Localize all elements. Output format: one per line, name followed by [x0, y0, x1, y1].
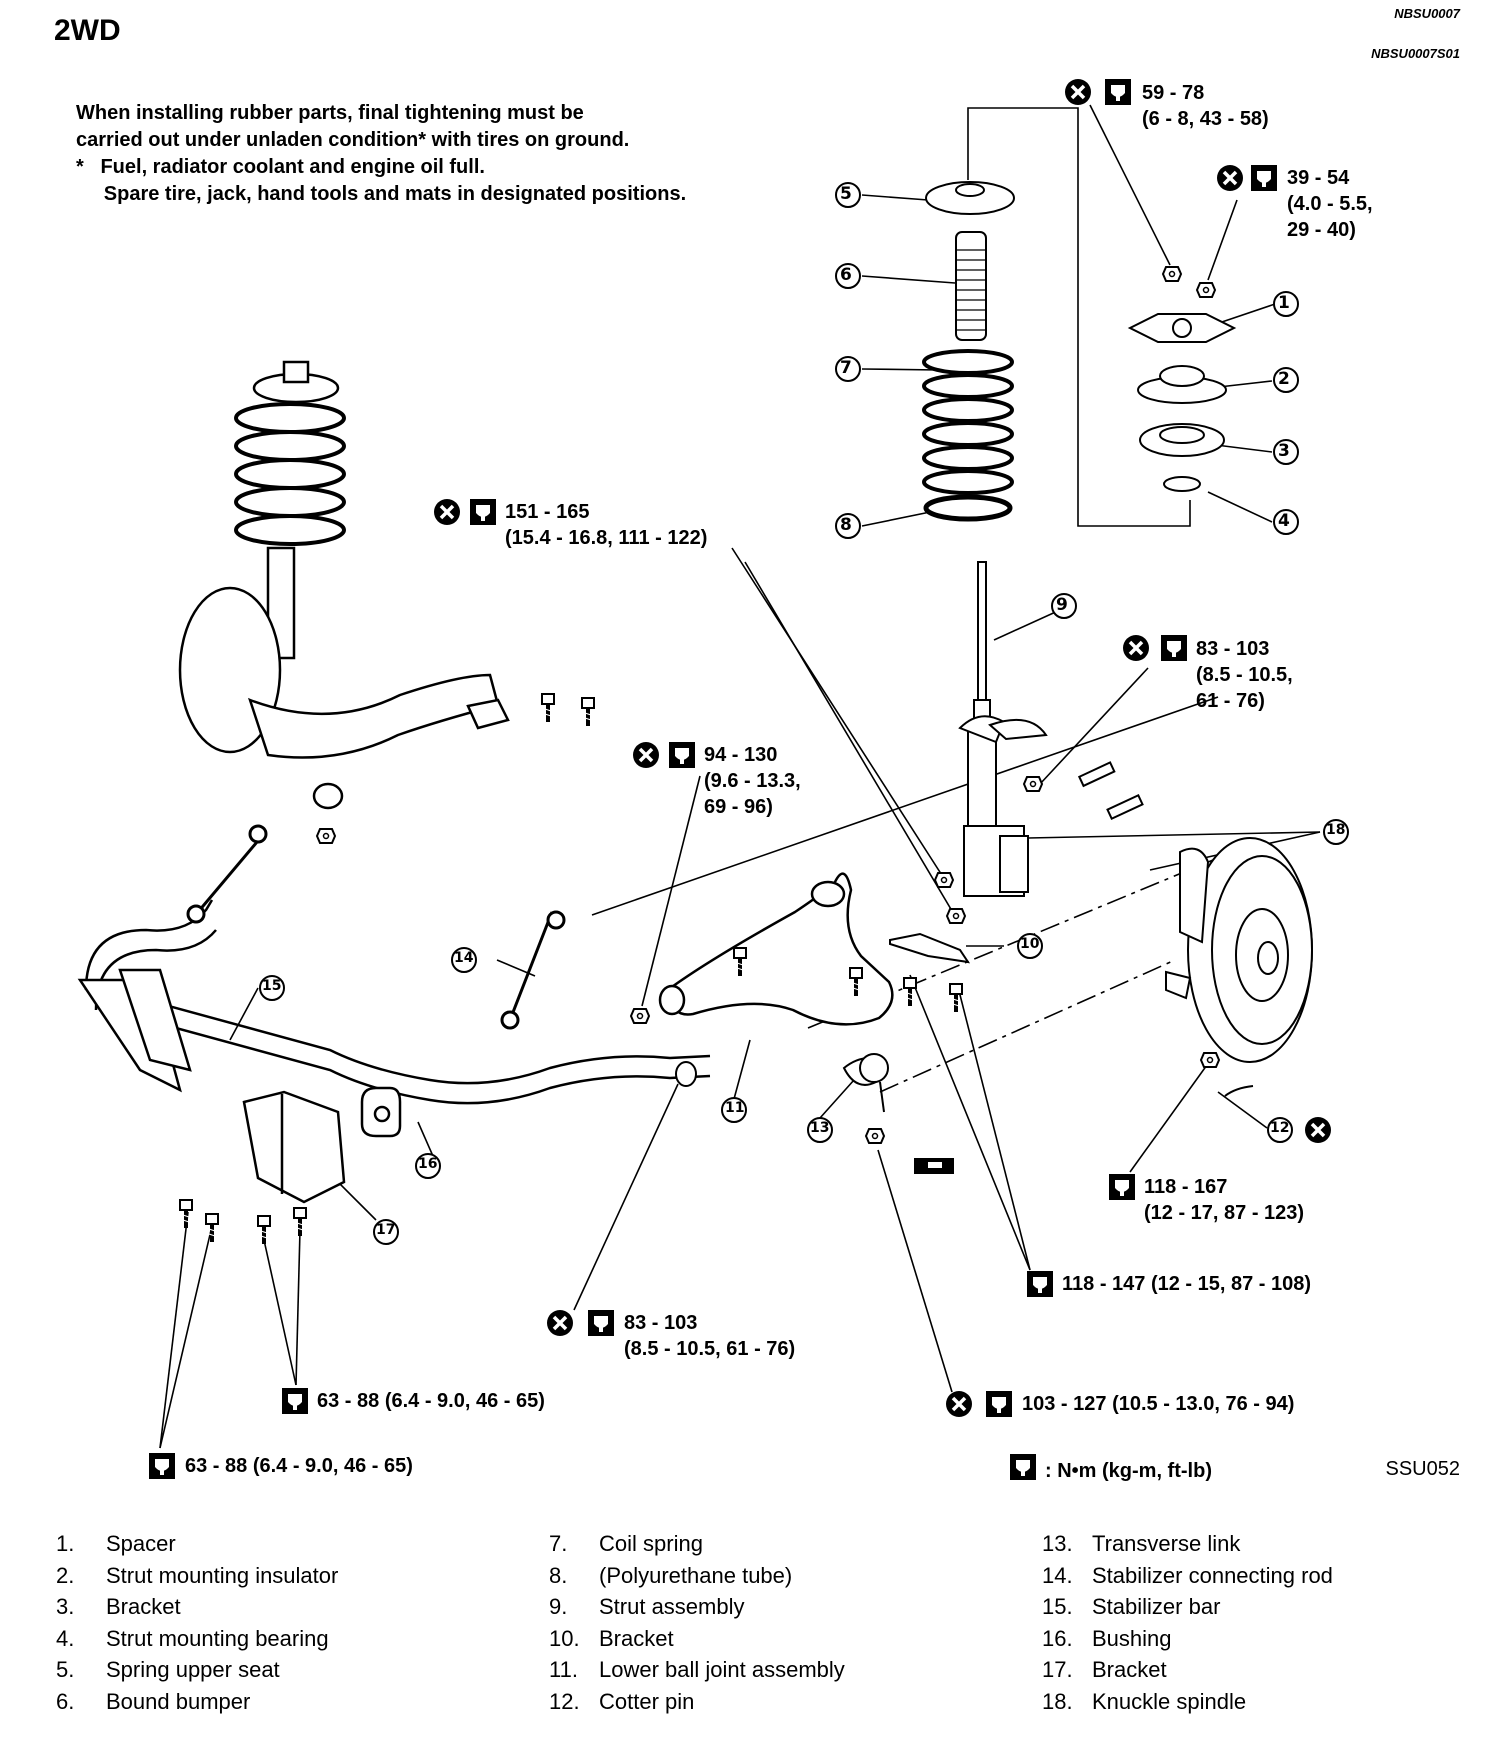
bolt-icon	[580, 696, 596, 728]
knuckle-spindle	[1165, 837, 1313, 1063]
installation-note: When installing rubber parts, final tigh…	[76, 100, 686, 208]
nut-icon	[1196, 282, 1216, 298]
bolt-icon	[178, 1198, 194, 1230]
section-code: NBSU0007	[1394, 6, 1460, 21]
legend-item: 16.Bushing	[1042, 1625, 1172, 1651]
assembled-suspension-view	[178, 360, 510, 810]
torque-unit-note: : N•m (kg-m, ft-lb)	[1045, 1460, 1212, 1482]
legend-item: 7.Coil spring	[549, 1531, 703, 1556]
nut-icon	[865, 1128, 885, 1144]
torque-spec-5: 94 - 130 (9.6 - 13.3, 69 - 96)	[704, 744, 801, 818]
legend-item: 4.Strut mounting bearing	[56, 1625, 329, 1651]
callout-8: 8	[840, 515, 852, 535]
callout-5: 5	[840, 184, 852, 204]
upper-strut-parts	[922, 181, 1237, 522]
bolt-icon	[292, 1206, 308, 1238]
callout-3: 3	[1278, 441, 1290, 461]
strut-bolts	[1077, 761, 1144, 821]
torque-spec-4: 83 - 103 (8.5 - 10.5, 61 - 76)	[1196, 638, 1293, 712]
nut-icon	[630, 1008, 650, 1024]
lower-ball-joint	[842, 1053, 889, 1113]
callout-18: 18	[1326, 822, 1346, 838]
note-line-1: When installing rubber parts, final tigh…	[76, 102, 584, 124]
stabilizer-connecting-rod	[186, 824, 566, 1030]
legend-item: 5.Spring upper seat	[56, 1657, 280, 1682]
callout-12: 12	[1270, 1120, 1290, 1136]
callout-15: 15	[262, 978, 282, 994]
legend-item: 13.Transverse link	[1042, 1531, 1241, 1556]
callout-16: 16	[418, 1156, 438, 1172]
nut-icon	[1023, 776, 1043, 792]
callout-17: 17	[376, 1222, 396, 1238]
callout-11: 11	[725, 1100, 745, 1116]
callout-9: 9	[1056, 595, 1068, 615]
legend-item: 17.Bracket	[1042, 1657, 1167, 1682]
note-line-2: carried out under unladen condition* wit…	[76, 129, 630, 151]
callout-circles	[259, 182, 1349, 1245]
torque-spec-1: 59 - 78 (6 - 8, 43 - 58)	[1142, 82, 1269, 130]
note-line-3: * Fuel, radiator coolant and engine oil …	[76, 156, 485, 178]
figure-id: SSU052	[1385, 1458, 1461, 1480]
stabilizer-end-clamp	[77, 968, 192, 1093]
bolt-icon	[902, 976, 918, 1008]
legend-item: 6.Bound bumper	[56, 1688, 251, 1714]
page-title: 2WD	[54, 14, 121, 47]
torque-spec-7: 118 - 147 (12 - 15, 87 - 108)	[1062, 1273, 1312, 1295]
legend-column-2: 7.Coil spring 8.(Polyurethane tube) 9.St…	[549, 1528, 845, 1717]
legend-item: 18.Knuckle spindle	[1042, 1688, 1247, 1714]
nut-icon	[316, 828, 336, 844]
legend-item: 10.Bracket	[549, 1625, 674, 1651]
torque-spec-8: 83 - 103 (8.5 - 10.5, 61 - 76)	[624, 1312, 796, 1360]
strut-assembly	[958, 561, 1048, 897]
bolt-icon	[540, 692, 556, 724]
legend-item: 9.Strut assembly	[549, 1594, 745, 1619]
nut-icon	[1162, 266, 1182, 282]
transverse-link	[658, 872, 894, 1026]
callout-7: 7	[840, 358, 852, 378]
bushing	[360, 1086, 402, 1138]
torque-spec-9: 103 - 127 (10.5 - 13.0, 76 - 94)	[1022, 1393, 1295, 1415]
nut-icon	[1200, 1052, 1220, 1068]
callout-13: 13	[810, 1120, 830, 1136]
bolt-icon	[256, 1214, 272, 1246]
legend-item: 11.Lower ball joint assembly	[549, 1657, 845, 1682]
bracket-17	[242, 1090, 346, 1204]
legend-item: 2.Strut mounting insulator	[56, 1562, 339, 1588]
callout-2: 2	[1278, 369, 1290, 389]
nut-icon	[934, 872, 954, 888]
legend-item: 14.Stabilizer connecting rod	[1042, 1562, 1333, 1588]
torque-spec-3: 151 - 165 (15.4 - 16.8, 111 - 122)	[505, 501, 708, 549]
bolt-icon	[204, 1212, 220, 1244]
callout-14: 14	[454, 950, 474, 966]
nut-icon	[946, 908, 966, 924]
legend-column-3: 13.Transverse link 14.Stabilizer connect…	[1042, 1528, 1333, 1717]
legend-item: 15.Stabilizer bar	[1042, 1594, 1221, 1619]
callout-6: 6	[840, 265, 852, 285]
legend-column-1: 1.Spacer 2.Strut mounting insulator 3.Br…	[56, 1528, 338, 1717]
callout-1: 1	[1278, 293, 1290, 313]
torque-spec-2: 39 - 54 (4.0 - 5.5, 29 - 40)	[1287, 167, 1373, 241]
legend-item: 12.Cotter pin	[549, 1688, 695, 1714]
note-line-4: Spare tire, jack, hand tools and mats in…	[76, 183, 687, 205]
callout-10: 10	[1020, 936, 1040, 952]
legend-item: 1.Spacer	[56, 1531, 176, 1556]
legend-item: 8.(Polyurethane tube)	[549, 1562, 793, 1588]
bracket-10	[889, 932, 971, 964]
callout-4: 4	[1278, 511, 1290, 531]
legend-item: 3.Bracket	[56, 1594, 181, 1619]
torque-spec-6: 118 - 167 (12 - 17, 87 - 123)	[1144, 1176, 1305, 1224]
cotter-pin	[1224, 1085, 1254, 1097]
leader-lines	[159, 104, 1321, 1449]
stabilizer-bar	[84, 899, 711, 1105]
torque-spec-11: 63 - 88 (6.4 - 9.0, 46 - 65)	[185, 1455, 413, 1477]
torque-spec-10: 63 - 88 (6.4 - 9.0, 46 - 65)	[317, 1390, 545, 1412]
subsection-code: NBSU0007S01	[1371, 46, 1460, 61]
